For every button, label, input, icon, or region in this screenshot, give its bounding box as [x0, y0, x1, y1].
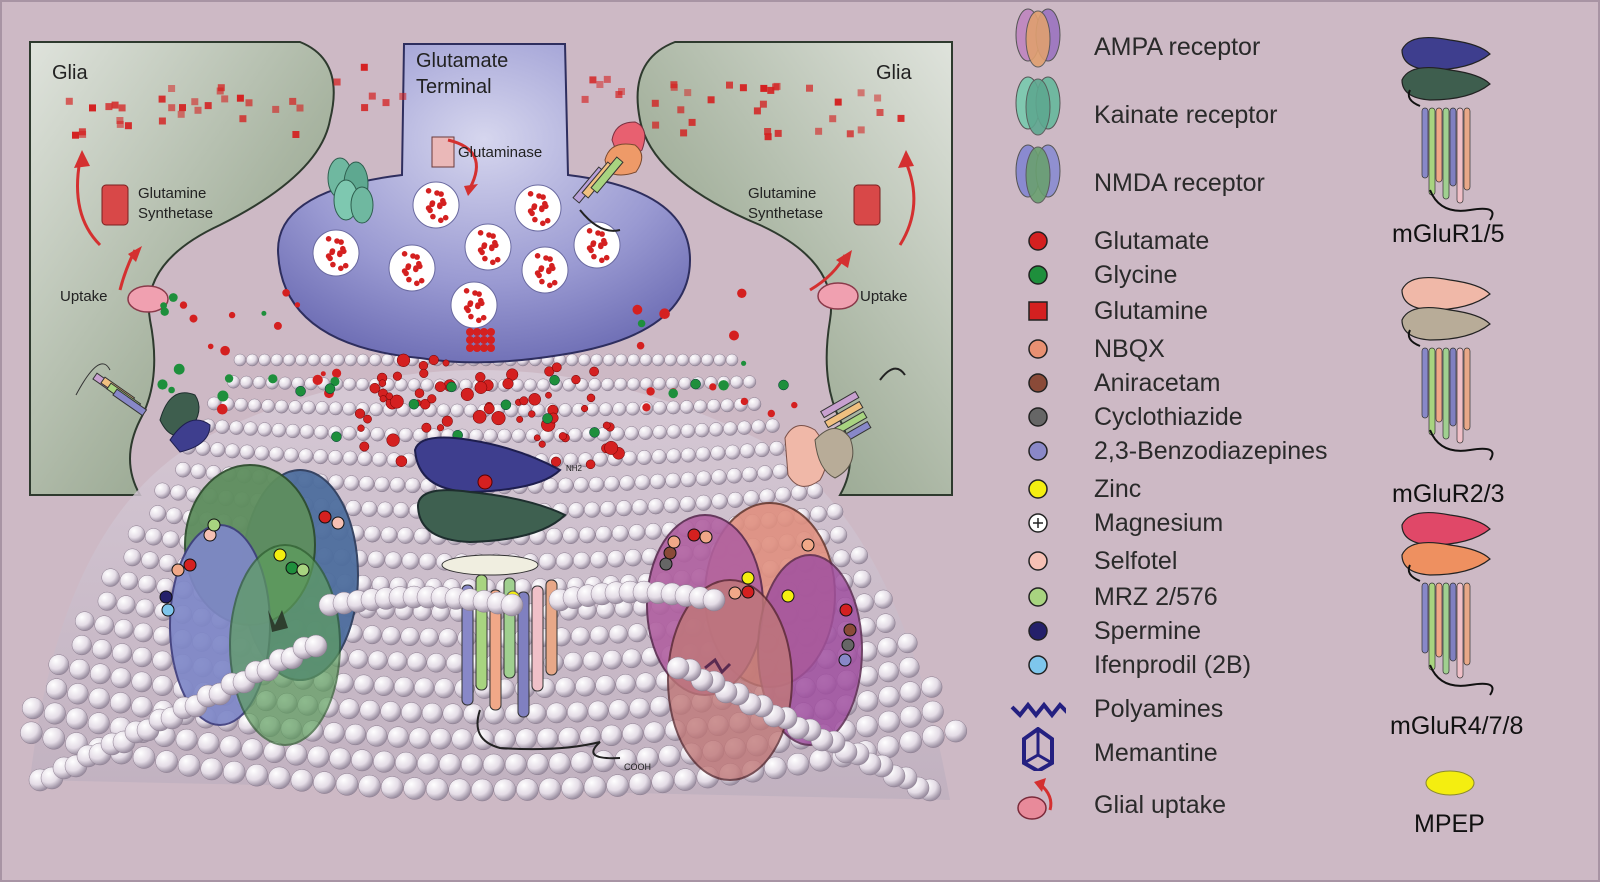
legend-row: 2,3-Benzodiazepines [1010, 436, 1328, 466]
left-glial-mglur [75, 363, 211, 453]
legend-label: AMPA receptor [1094, 32, 1261, 61]
cooh-label: COOH [624, 762, 651, 772]
legend-row: AMPA receptor [1010, 8, 1261, 68]
dot-icon [1010, 402, 1066, 432]
mpep-icon [1425, 770, 1475, 796]
glutamine-molecules [65, 63, 905, 141]
legend-label: Cyclothiazide [1094, 402, 1243, 431]
synaptic-vesicles [312, 181, 621, 352]
legend-row: Magnesium [1010, 508, 1223, 538]
ampa-receptor-complex [646, 502, 863, 781]
glutaminase-enzyme [431, 136, 455, 168]
legend-label: MRZ 2/576 [1094, 582, 1218, 611]
plus-circle-icon [1010, 508, 1066, 538]
legend-label: Zinc [1094, 474, 1142, 503]
dot-icon [1010, 368, 1066, 398]
mglur-legend-icons [1401, 37, 1494, 696]
kainate-receptor-icon [1010, 76, 1066, 136]
terminal-label-line1: Glutamate [416, 50, 509, 72]
legend-label: Ifenprodil (2B) [1094, 650, 1252, 679]
legend-label: 2,3-Benzodiazepines [1094, 436, 1328, 465]
dot-icon [1010, 582, 1066, 612]
cleft-neurotransmitters [157, 288, 798, 475]
legend-row: Memantine [1010, 727, 1218, 771]
legend-row: Ifenprodil (2B) [1010, 650, 1251, 680]
mglur4-7-8-label: mGluR4/7/8 [1390, 712, 1524, 740]
legend-row: Glutamine [1010, 296, 1208, 326]
dot-icon [1010, 474, 1066, 504]
legend-row: Cyclothiazide [1010, 402, 1243, 432]
legend-label: Glycine [1094, 260, 1178, 289]
memantine-icon [1010, 727, 1066, 771]
presynaptic-mglur [572, 121, 646, 232]
legend-label: Glial uptake [1094, 790, 1227, 819]
legend-row: Spermine [1010, 616, 1201, 646]
legend-label: Memantine [1094, 738, 1218, 767]
ampa-receptor-icon [1010, 8, 1066, 68]
dot-icon [1010, 436, 1066, 466]
dot-icon [1010, 334, 1066, 364]
legend-label: Selfotel [1094, 546, 1178, 575]
dot-icon [1010, 546, 1066, 576]
glutamine-synthetase-right [853, 184, 881, 226]
glutamate-terminal [276, 43, 692, 364]
uptake-transporter-right [817, 282, 859, 310]
legend-label: Magnesium [1094, 508, 1224, 537]
legend-row: Glial uptake [1010, 778, 1227, 820]
synthetase-right-label-2: Synthetase [748, 205, 824, 222]
dot-icon [1010, 616, 1066, 646]
synthetase-left-label-2: Synthetase [138, 205, 214, 222]
legend-label: Glutamate [1094, 226, 1210, 255]
mglur2-3-label: mGluR2/3 [1392, 480, 1505, 508]
legend-row: Glutamate [1010, 226, 1209, 256]
legend-label: Glutamine [1094, 296, 1208, 325]
legend-row: MRZ 2/576 [1010, 582, 1218, 612]
nmda-receptor-icon [1010, 144, 1066, 204]
legend-row: Glycine [1010, 260, 1177, 290]
glutamine-synthetase-left [101, 184, 129, 226]
zigzag-icon [1010, 694, 1066, 724]
uptake-transporter-left [127, 285, 169, 313]
presynaptic-kainate-receptor [327, 157, 374, 224]
legend-row: Selfotel [1010, 546, 1177, 576]
membrane-front-layer [28, 580, 942, 802]
right-glial-mglur [784, 367, 906, 487]
dot-icon [1010, 226, 1066, 256]
mglur1-5-label: mGluR1/5 [1392, 220, 1505, 248]
legend-label: Polyamines [1094, 694, 1224, 723]
legend-row: Polyamines [1010, 694, 1223, 724]
legend-row: Aniracetam [1010, 368, 1220, 398]
legend-label: Aniracetam [1094, 368, 1221, 397]
legend-row: NMDA receptor [1010, 144, 1265, 204]
legend-label: NMDA receptor [1094, 168, 1265, 197]
postsynaptic-mglur [413, 436, 621, 760]
uptake-right-label: Uptake [860, 288, 908, 305]
legend-row: Kainate receptor [1010, 76, 1278, 136]
receptor-binding-sites [159, 510, 857, 667]
dot-icon [1010, 650, 1066, 680]
nh2-label: NH2 [566, 464, 583, 473]
glutaminase-label: Glutaminase [458, 144, 543, 161]
mpep-label: MPEP [1414, 810, 1485, 838]
glial-uptake-icon [1010, 778, 1066, 820]
square-icon [1010, 296, 1066, 326]
legend-label: NBQX [1094, 334, 1165, 363]
legend-row: Zinc [1010, 474, 1141, 504]
glia-left-label: Glia [52, 62, 88, 84]
synthetase-left-label-1: Glutamine [138, 185, 207, 202]
synthetase-right-label-1: Glutamine [748, 185, 817, 202]
legend-label: Spermine [1094, 616, 1201, 645]
uptake-left-label: Uptake [60, 288, 108, 305]
legend-row: NBQX [1010, 334, 1165, 364]
legend-label: Kainate receptor [1094, 100, 1278, 129]
dot-icon [1010, 260, 1066, 290]
glia-right-label: Glia [876, 62, 912, 84]
terminal-label-line2: Terminal [416, 76, 492, 98]
